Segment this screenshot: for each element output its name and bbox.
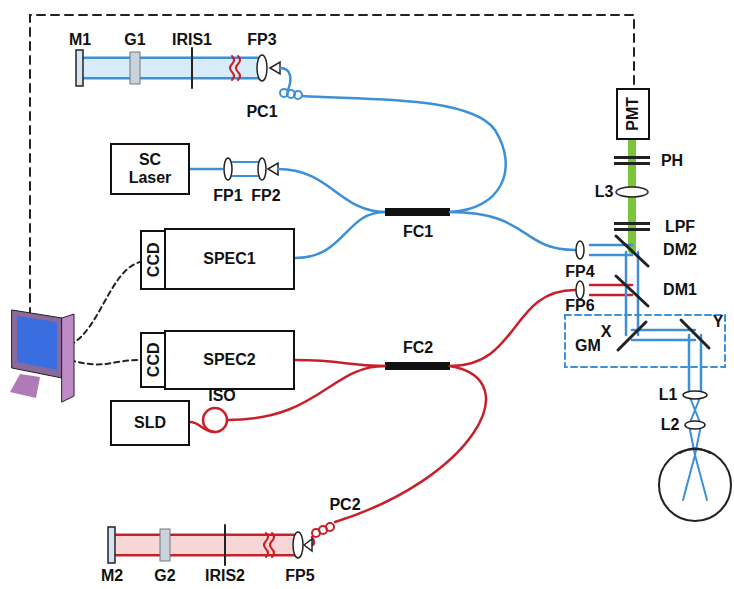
- spectrometer-box: SPEC1: [164, 228, 295, 290]
- spectrometer-box: SPEC2: [164, 330, 295, 390]
- part-label: FP6: [565, 298, 594, 314]
- part-label: ISO: [208, 388, 236, 404]
- part-label: FP5: [285, 568, 314, 584]
- part-label: FP3: [247, 32, 276, 48]
- detector-box: PMT: [616, 88, 650, 140]
- part-label: FC1: [403, 224, 433, 240]
- source-box: SLD: [110, 400, 190, 446]
- ccd-box: CCD: [140, 230, 166, 290]
- box-label: SPEC1: [203, 250, 255, 268]
- part-label: L1: [659, 387, 678, 403]
- part-label: DM1: [663, 282, 697, 298]
- part-label: PH: [661, 153, 683, 169]
- part-label: M2: [101, 568, 123, 584]
- part-label: G1: [124, 32, 145, 48]
- part-label: IRIS1: [172, 32, 212, 48]
- part-label: L2: [661, 417, 680, 433]
- part-label: FC2: [403, 340, 433, 356]
- part-label: FP2: [251, 188, 280, 204]
- part-label: PC2: [329, 497, 360, 513]
- part-label: G2: [154, 568, 175, 584]
- part-label: IRIS2: [205, 568, 245, 584]
- box-label: SPEC2: [203, 351, 255, 369]
- ccd-box: CCD: [140, 332, 166, 388]
- box-label: SLD: [134, 414, 166, 432]
- part-label: GM: [575, 338, 601, 354]
- part-label: X: [601, 324, 612, 340]
- box-label: SC Laser: [122, 151, 178, 186]
- part-label: FP4: [565, 264, 594, 280]
- part-label: LPF: [665, 219, 695, 235]
- box-label: PMT: [624, 97, 642, 131]
- part-label: PC1: [246, 104, 277, 120]
- part-label: M1: [69, 32, 91, 48]
- part-label: FP1: [213, 188, 242, 204]
- box-label: CCD: [144, 243, 162, 278]
- laser-box: SC Laser: [110, 143, 190, 195]
- part-label: L3: [595, 184, 614, 200]
- part-label: Y: [713, 314, 724, 330]
- box-label: CCD: [144, 343, 162, 378]
- part-label: DM2: [663, 242, 697, 258]
